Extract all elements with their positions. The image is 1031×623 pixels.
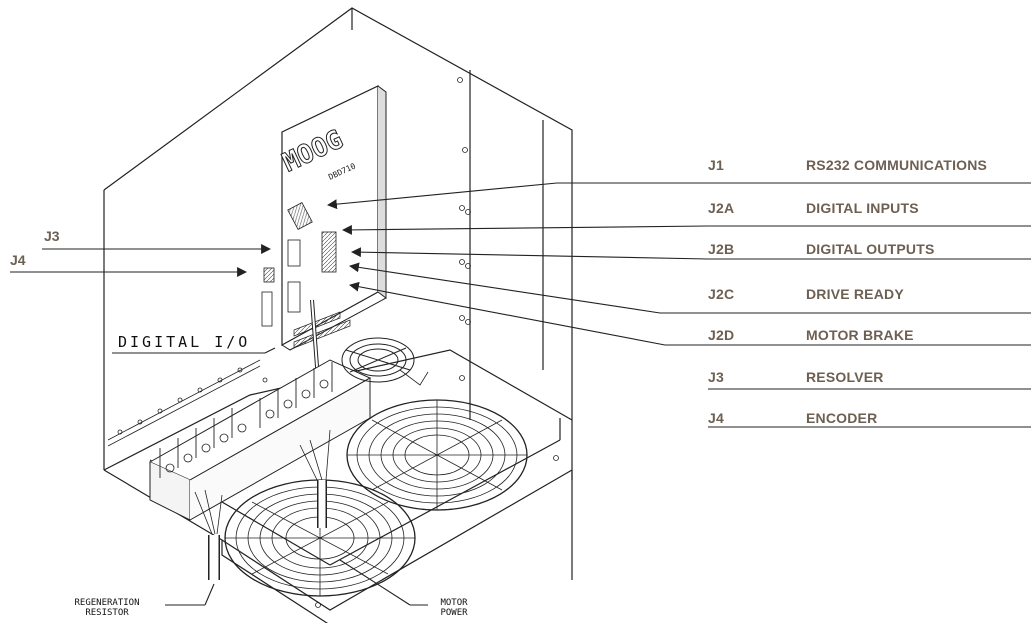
motor-power-label: MOTOR POWER — [430, 598, 478, 618]
digital-io-leader — [264, 347, 276, 354]
callout-arrow-j2c — [349, 262, 661, 314]
connector-code-j4: J4 — [708, 410, 724, 426]
motor-power-cable — [299, 429, 331, 528]
connector-desc-j2a: DIGITAL INPUTS — [806, 200, 919, 216]
connector-code-j2b: J2B — [708, 241, 735, 257]
left-callout-j3: J3 — [44, 228, 60, 244]
small-fan — [341, 337, 429, 386]
callout-arrow-j1 — [327, 182, 558, 210]
motor-power-leader — [339, 559, 411, 606]
connector-desc-j3: RESOLVER — [806, 369, 884, 385]
connector-code-j2c: J2C — [708, 286, 735, 302]
callout-arrow-j2a — [342, 224, 709, 235]
connector-desc-j2c: DRIVE READY — [806, 286, 904, 302]
connector-code-j3: J3 — [708, 369, 724, 385]
fan-upper — [346, 399, 528, 511]
left-callout-j4: J4 — [10, 252, 26, 268]
connector-desc-j2d: MOTOR BRAKE — [806, 327, 914, 343]
motor-power-line2: POWER — [440, 608, 468, 618]
connector-desc-j4: ENCODER — [806, 410, 878, 426]
control-board — [261, 85, 387, 351]
connector-code-j2a: J2A — [708, 200, 735, 216]
regeneration-label-line2: RESISTOR — [85, 608, 129, 618]
regeneration-label-line1: REGENERATION — [74, 598, 140, 608]
mounting-holes — [315, 77, 559, 608]
regeneration-resistor-label: REGENERATION RESISTOR — [48, 598, 166, 618]
connector-desc-j2b: DIGITAL OUTPUTS — [806, 241, 935, 257]
left-terminal-strip — [107, 359, 268, 447]
regen-leader-up — [204, 583, 215, 606]
callout-arrow-j2d — [349, 281, 666, 346]
callout-arrow-j2b — [351, 247, 709, 260]
connector-desc-j1: RS232 COMMUNICATIONS — [806, 157, 988, 173]
connector-code-j1: J1 — [708, 157, 724, 173]
motor-power-line1: MOTOR — [440, 598, 468, 608]
callout-lines — [10, 182, 1031, 606]
connector-code-j2d: J2D — [708, 327, 735, 343]
regeneration-resistor-cable — [194, 489, 223, 580]
digital-io-label: DIGITAL I/O — [118, 333, 251, 351]
terminal-block — [148, 359, 372, 521]
